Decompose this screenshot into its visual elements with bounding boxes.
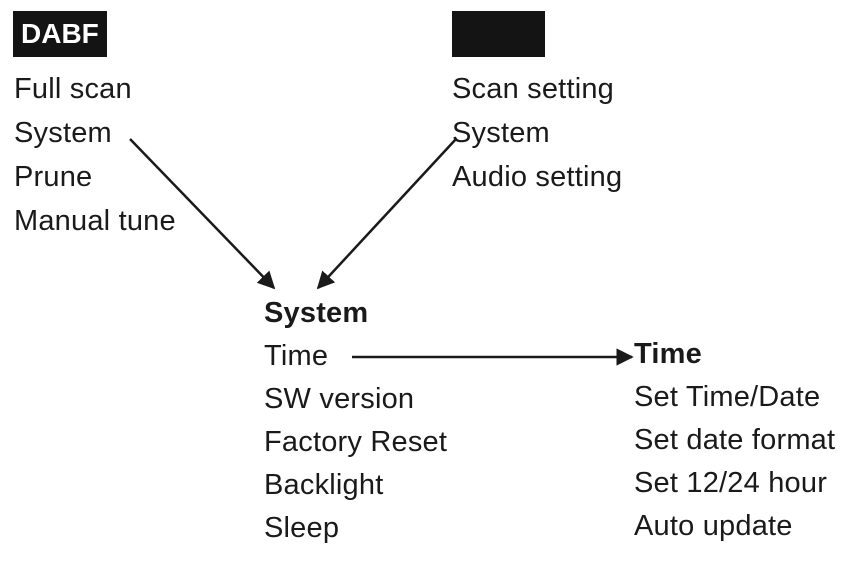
- time-menu-item-set-time-date: Set Time/Date: [634, 381, 821, 413]
- fm-mode-badge: [452, 11, 545, 57]
- dab-menu-item-manual-tune: Manual tune: [14, 205, 176, 237]
- time-menu-item-set-date-format: Set date format: [634, 424, 836, 456]
- time-menu-title: Time: [634, 338, 702, 370]
- dab-menu-item-full-scan: Full scan: [14, 73, 132, 105]
- time-menu-item-auto-update: Auto update: [634, 510, 793, 542]
- fm-menu-item-scan-setting: Scan setting: [452, 73, 614, 105]
- dab-mode-badge: DABF: [13, 11, 107, 57]
- system-menu-item-factory-reset: Factory Reset: [264, 426, 448, 458]
- system-menu-item-backlight: Backlight: [264, 469, 384, 501]
- dab-menu: Full scan System Prune Manual tune: [14, 72, 176, 248]
- system-menu-item-sleep: Sleep: [264, 512, 340, 544]
- fm-menu-item-audio-setting: Audio setting: [452, 161, 623, 193]
- dab-menu-item-prune: Prune: [14, 161, 93, 193]
- system-menu-item-time: Time: [264, 340, 329, 372]
- system-menu-title: System: [264, 297, 369, 329]
- system-menu-item-sw-version: SW version: [264, 383, 415, 415]
- time-menu-item-set-12-24-hour: Set 12/24 hour: [634, 467, 828, 499]
- fm-menu: Scan setting System Audio setting: [452, 72, 622, 204]
- dab-menu-item-system: System: [14, 117, 112, 149]
- arrow-dab-system-to-system-menu: [129, 138, 276, 290]
- system-menu: System Time SW version Factory Reset Bac…: [264, 296, 447, 554]
- time-menu: Time Set Time/Date Set date format Set 1…: [634, 337, 835, 552]
- fm-menu-item-system: System: [452, 117, 550, 149]
- arrow-fm-system-to-system-menu: [316, 138, 457, 290]
